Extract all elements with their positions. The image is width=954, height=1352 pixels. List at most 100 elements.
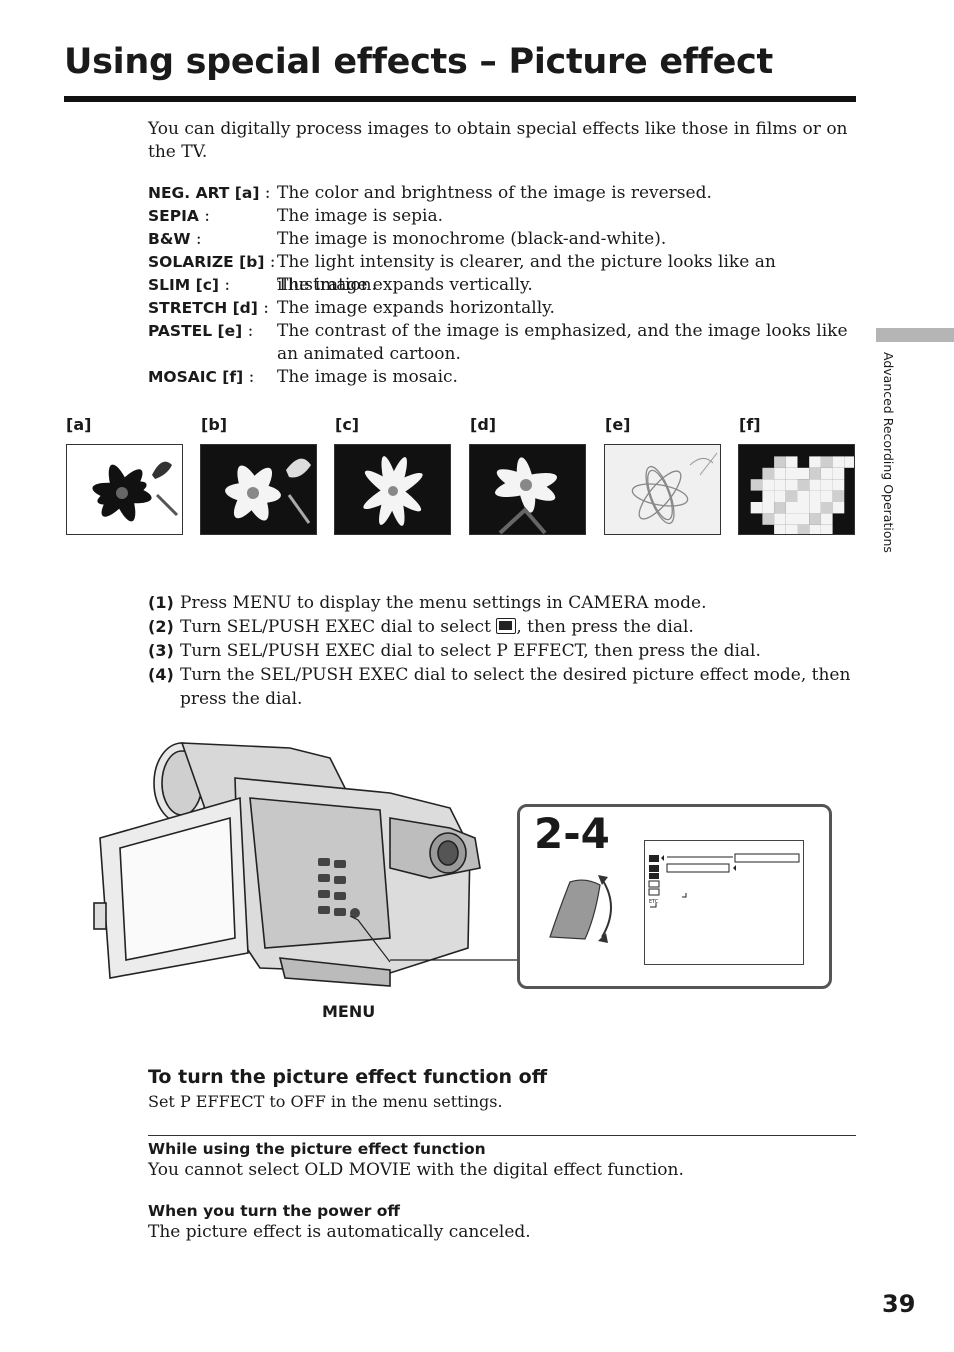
mosaic-tile — [774, 502, 786, 514]
mosaic-tile — [785, 490, 798, 502]
mosaic-tile — [809, 513, 821, 525]
mosaic-tile — [774, 524, 786, 534]
mosaic-tile — [785, 513, 798, 525]
effect-description: The image is sepia. — [277, 206, 443, 226]
mosaic-tile — [785, 467, 798, 480]
page-number: 39 — [882, 1290, 916, 1318]
effect-separator: : — [242, 321, 254, 341]
thumbnail-label: [e] — [605, 415, 631, 434]
thumbnail-label: [d] — [470, 415, 497, 434]
step-number: (2) — [148, 617, 174, 636]
mosaic-tile — [785, 524, 798, 534]
title-rule — [64, 96, 856, 102]
mosaic-tile — [820, 479, 833, 491]
thumbnail-label: [b] — [201, 415, 228, 434]
thumbnail-neg-art — [66, 444, 183, 535]
mosaic-tile — [774, 467, 786, 480]
step-number: (1) — [148, 593, 174, 612]
step-number: (3) — [148, 641, 174, 660]
mosaic-tile — [809, 467, 821, 480]
step-range-label: 2-4 — [534, 809, 610, 858]
step-text: Turn SEL/PUSH EXEC dial to select , then… — [180, 615, 852, 639]
step-text: Press MENU to display the menu settings … — [180, 593, 707, 613]
effect-description: The light intensity is clearer, and the … — [277, 252, 776, 295]
mosaic-tile — [820, 467, 833, 480]
mosaic-tile — [832, 456, 845, 468]
effect-name: MOSAIC [f] — [148, 368, 244, 386]
note-text: The picture effect is automatically canc… — [148, 1222, 531, 1242]
section-text: Set P EFFECT to OFF in the menu settings… — [148, 1092, 503, 1111]
effect-description: The image is monochrome (black-and-white… — [277, 229, 667, 249]
mosaic-tile — [762, 479, 775, 491]
page-title: Using special effects – Picture effect — [64, 42, 773, 82]
intro-paragraph: You can digitally process images to obta… — [148, 119, 848, 162]
effect-separator: : — [259, 183, 271, 203]
note-text: You cannot select OLD MOVIE with the dig… — [148, 1160, 684, 1180]
thumbnail-label: [c] — [335, 415, 360, 434]
step-text: Turn SEL/PUSH EXEC dial to select P EFFE… — [180, 641, 761, 661]
menu-etc-label: ETC — [649, 899, 659, 905]
menu-button-label: MENU — [322, 1002, 376, 1021]
dial-rotate-icon — [549, 875, 612, 943]
mosaic-tile — [785, 479, 798, 491]
step-callout-box: 2-4 ETC — [517, 804, 832, 989]
mosaic-tile — [809, 502, 821, 514]
mosaic-tile — [774, 456, 786, 468]
mosaic-tile — [762, 490, 775, 502]
mosaic-tile — [820, 490, 833, 502]
effect-name: NEG. ART [a] — [148, 184, 260, 202]
effect-name: STRETCH [d] — [148, 299, 258, 317]
mosaic-tile — [797, 513, 810, 525]
mosaic-tile — [820, 513, 833, 525]
mosaic-tile — [750, 479, 763, 491]
mosaic-tile — [774, 479, 786, 491]
effect-description: The image is mosaic. — [277, 367, 458, 387]
mosaic-tile — [762, 513, 775, 525]
mosaic-tile — [785, 502, 798, 514]
section-label: Advanced Recording Operations — [881, 352, 896, 553]
thumbnail-label: [a] — [66, 415, 92, 434]
menu-screen: ETC — [644, 840, 804, 965]
effect-name: PASTEL [e] — [148, 322, 243, 340]
mosaic-tile — [785, 456, 798, 468]
note-heading: While using the picture effect function — [148, 1140, 486, 1158]
thumbnail-solarize — [200, 444, 317, 535]
step-text-part: Turn SEL/PUSH EXEC dial to select — [180, 617, 497, 637]
mosaic-tile — [844, 456, 854, 468]
effect-separator: : — [218, 275, 231, 295]
effect-name: SOLARIZE [b] — [148, 253, 265, 271]
mosaic-tile — [797, 490, 810, 502]
effect-description: The image expands vertically. — [277, 275, 533, 295]
mosaic-tile — [809, 479, 821, 491]
effect-description: The image expands horizontally. — [277, 298, 555, 318]
mosaic-tile — [832, 479, 845, 491]
effect-description: The contrast of the image is emphasized,… — [277, 321, 848, 364]
mosaic-tile — [762, 502, 775, 514]
effect-separator: : — [243, 367, 255, 387]
section-heading: To turn the picture effect function off — [148, 1066, 548, 1088]
mosaic-tile — [750, 502, 763, 514]
mosaic-tile — [797, 502, 810, 514]
camcorder-illustration — [90, 738, 520, 1002]
notes-divider — [148, 1135, 856, 1136]
effect-name: SEPIA — [148, 207, 199, 225]
step-number: (4) — [148, 665, 174, 684]
mosaic-tile — [809, 524, 821, 534]
mosaic-tile — [820, 524, 833, 534]
effect-separator: : — [198, 206, 211, 226]
mosaic-tile — [832, 467, 845, 480]
mosaic-tile — [797, 467, 810, 480]
mosaic-tile — [820, 456, 833, 468]
mosaic-tile — [832, 490, 845, 502]
mosaic-tile — [809, 456, 821, 468]
thumbnail-slim — [334, 444, 451, 535]
mosaic-tile — [832, 502, 845, 514]
mosaic-tile — [797, 524, 810, 534]
mosaic-tile — [820, 502, 833, 514]
manual-settings-icon — [496, 618, 517, 634]
mosaic-tile — [797, 479, 810, 491]
thumbnail-stretch — [469, 444, 586, 535]
mosaic-tile — [774, 490, 786, 502]
effect-name: SLIM [c] — [148, 276, 219, 294]
effect-separator: : — [264, 252, 276, 272]
